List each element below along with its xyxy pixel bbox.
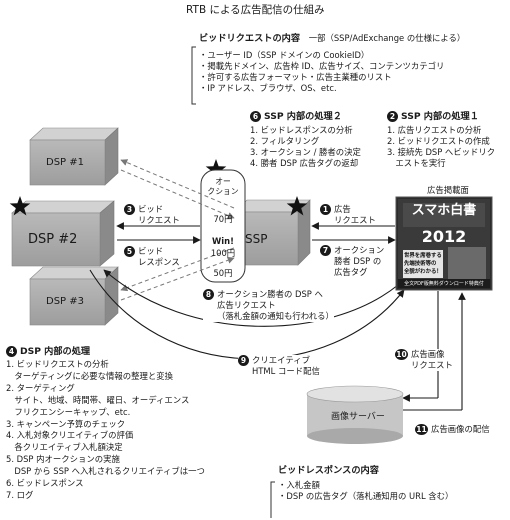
magazine-title: スマホ白書	[411, 203, 477, 218]
auction-bid-1: 70円	[213, 214, 233, 224]
list-item: 1. ビッドリクエストの分析	[6, 359, 109, 369]
image-server-label: 画像サーバー	[331, 412, 385, 422]
ssp-star-icon	[286, 196, 308, 216]
list-item: 1. ビッドレスポンスの分析	[250, 125, 353, 135]
list-item: 1. 広告リクエストの分析	[387, 125, 482, 135]
dsp2-box	[11, 200, 115, 267]
list-item: 3. オークション / 勝者の決定	[250, 147, 361, 157]
list-item: ・DSP の広告タグ（落札通知用の URL 含む）	[278, 491, 454, 501]
dsp3-box	[29, 266, 119, 326]
list-item: 5. DSP 内オークションの実施	[6, 454, 120, 465]
list-item: 3. 接続先 DSP へビッドリク	[387, 147, 496, 157]
list-item: 6. ビッドレスポンス	[6, 478, 84, 489]
list-item: ・掲載先ドメイン、広告枠 ID、広告サイズ、コンテンツカテゴリ	[199, 61, 445, 71]
list-item: エストを実行	[387, 158, 446, 168]
list-item: ・ユーザー ID（SSP ドメインの CookieID）	[199, 50, 370, 60]
auction-bid-2: 100円	[210, 248, 236, 258]
list-item: 4. 入札対象クリエイティブの評価	[6, 430, 134, 441]
list-item: 3. キャンペーン予算のチェック	[6, 418, 126, 429]
bid-request-note: 一部（SSP/AdExchange の仕様による）	[308, 33, 466, 43]
list-item: サイト、地域、時間帯、曜日、オーディエンス	[6, 394, 190, 405]
list-item: 4. 勝者 DSP 広告タグの返却	[250, 158, 359, 168]
list-item: 各クリエイティブ入札額決定	[6, 442, 123, 453]
ad-page-label: 広告掲載面	[427, 185, 469, 195]
list-item: ・入札金額	[278, 480, 320, 490]
ssp-process2-heading: SSP 内部の処理２	[264, 111, 342, 122]
list-item: ・IP アドレス、ブラウザ、OS、etc.	[199, 83, 337, 93]
bid-response-heading: ビッドレスポンスの内容	[278, 465, 379, 476]
bid-request-list: ・ユーザー ID（SSP ドメインの CookieID） ・掲載先ドメイン、広告…	[199, 50, 444, 94]
bid-response-bracket	[270, 481, 275, 518]
list-item: 2. フィルタリング	[250, 136, 320, 146]
bid-request-contents: ビッドリクエストの内容 一部（SSP/AdExchange の仕様による）	[199, 33, 465, 44]
bid-response-contents: ビッドレスポンスの内容 ・入札金額 ・DSP の広告タグ（落札通知用の URL …	[278, 465, 453, 502]
dsp1-label: DSP #1	[46, 157, 84, 168]
dsp3-label: DSP #3	[46, 296, 84, 307]
magazine-year: 2012	[421, 227, 467, 246]
step-number-badge: 4	[6, 346, 17, 357]
auction-box	[200, 169, 246, 283]
dsp1-box	[29, 127, 119, 186]
auction-star-icon	[205, 159, 227, 179]
dsp-process-heading: DSP 内部の処理	[20, 346, 91, 357]
arrow-step8	[103, 269, 399, 327]
ssp-label: SSP	[245, 232, 268, 246]
diagram-title: RTB による広告配信の仕組み	[186, 4, 325, 16]
auction-label: オー クション	[207, 177, 239, 196]
list-item: 7. ログ	[6, 489, 34, 500]
list-item: フリクエンシーキャップ、etc.	[6, 406, 131, 417]
bid-request-heading: ビッドリクエストの内容	[199, 33, 301, 44]
list-item: ターゲティングに必要な情報の整理と変換	[6, 370, 173, 381]
step-number-badge: 6	[250, 111, 261, 122]
magazine-footer: 全文PDF版無料ダウンロード特典付	[404, 281, 484, 287]
ad-page-magazine	[395, 196, 493, 291]
auction-win: Win!	[212, 236, 234, 246]
bid-request-bracket	[191, 46, 196, 105]
ssp-process1-heading: SSP 内部の処理１	[401, 111, 479, 122]
step-number-badge: 2	[387, 111, 398, 122]
image-server-cylinder	[306, 385, 404, 444]
magazine-headline: 世界を席巻する 先端技術等の 全貌がわかる！	[404, 253, 442, 275]
auction-bid-3: 50円	[213, 268, 233, 278]
list-item: 2. ターゲティング	[6, 382, 75, 393]
dsp2-star-icon	[9, 196, 31, 216]
dsp2-label: DSP #2	[28, 232, 78, 247]
list-item: DSP から SSP へ入札されるクリエイティブは一つ	[6, 466, 205, 477]
list-item: 2. ビッドリクエストの作成	[387, 136, 490, 146]
list-item: ・許可する広告フォーマット・広告主業種のリスト	[199, 72, 392, 82]
